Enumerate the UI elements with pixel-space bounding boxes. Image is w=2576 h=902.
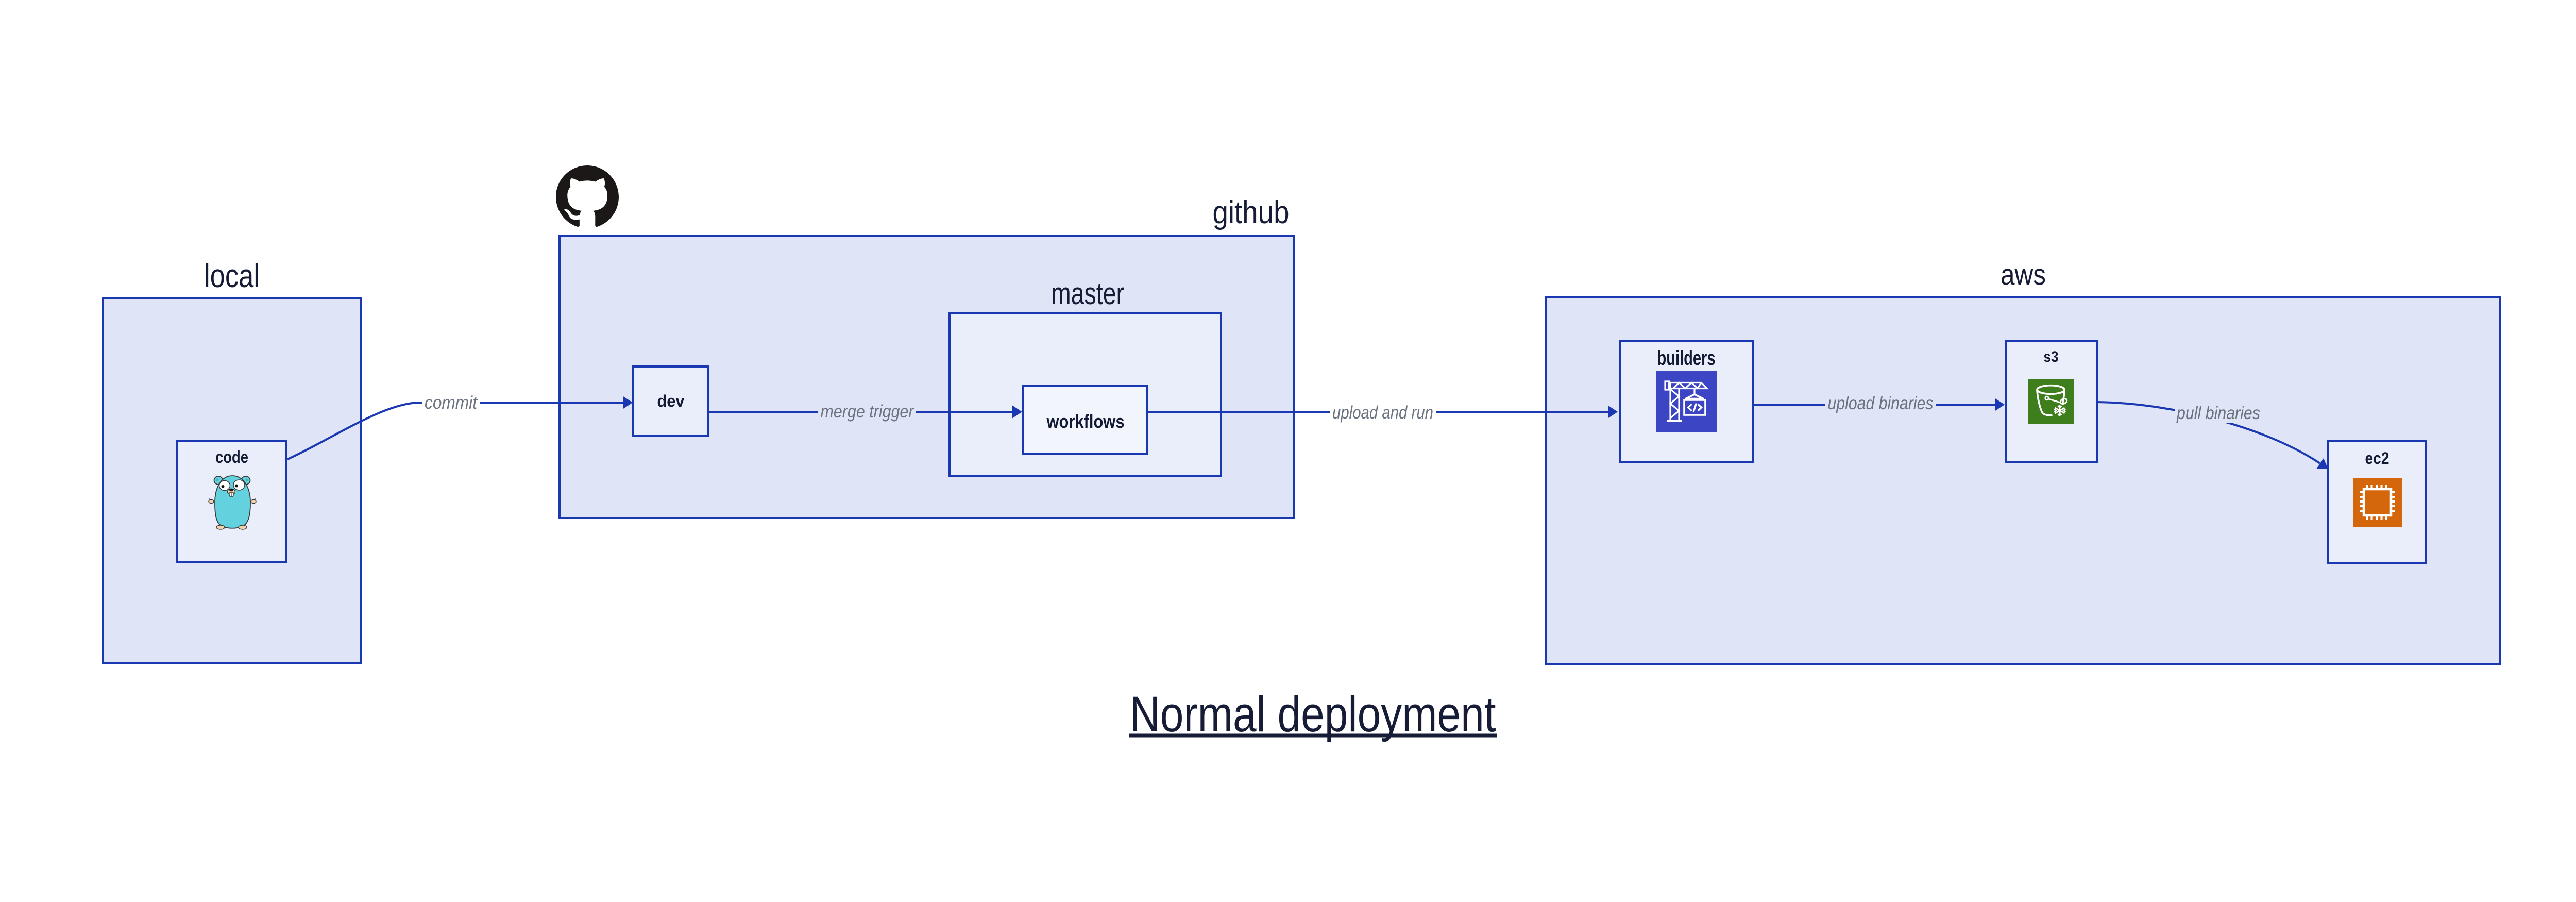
svg-text:github: github <box>1213 195 1290 230</box>
svg-text:builders: builders <box>1657 347 1716 370</box>
svg-text:workflows: workflows <box>1046 411 1125 432</box>
svg-text:aws: aws <box>2001 258 2046 291</box>
svg-text:s3: s3 <box>2044 348 2059 365</box>
svg-text:code: code <box>215 447 248 466</box>
svg-text:master: master <box>1051 276 1124 311</box>
svg-text:Normal deployment: Normal deployment <box>1130 686 1496 742</box>
svg-text:local: local <box>204 257 260 294</box>
svg-text:commit: commit <box>425 393 478 413</box>
svg-text:ec2: ec2 <box>2365 449 2389 467</box>
svg-text:dev: dev <box>657 392 685 410</box>
svg-text:upload binaries: upload binaries <box>1828 393 1934 413</box>
svg-text:pull binaries: pull binaries <box>2176 403 2260 423</box>
svg-text:upload and run: upload and run <box>1332 403 1433 423</box>
svg-text:merge trigger: merge trigger <box>821 402 914 422</box>
